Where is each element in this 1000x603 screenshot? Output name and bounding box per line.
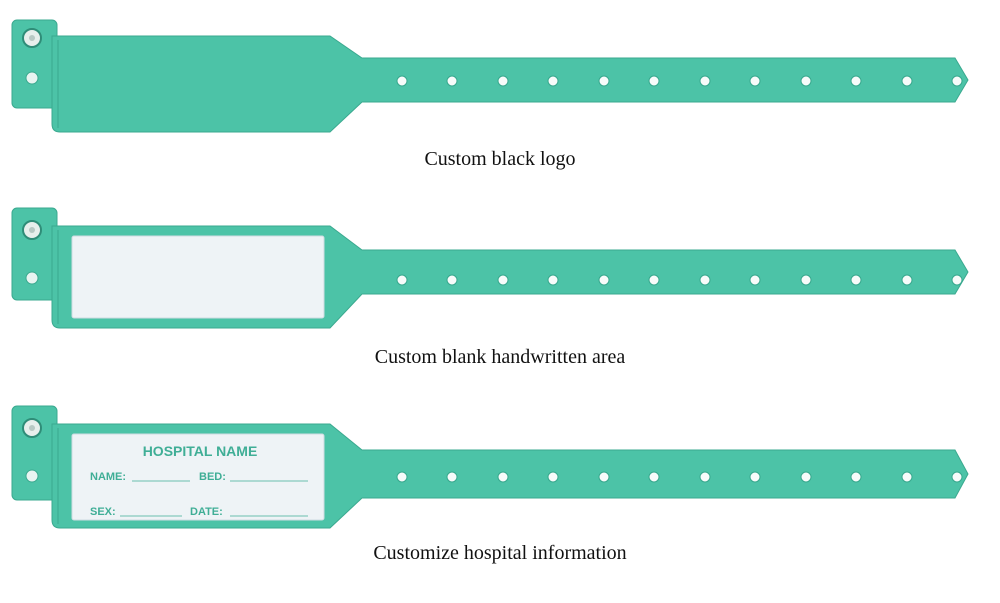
wristband-image: HOSPITAL NAME NAME: BED: SEX: DATE: (11, 405, 969, 529)
wristband-image (11, 19, 969, 133)
label-name-field: NAME: (90, 471, 126, 483)
label-bed-field: BED: (199, 471, 226, 483)
caption-blank-handwritten-area: Custom blank handwritten area (374, 346, 626, 368)
blank-writing-area (71, 235, 325, 319)
label-sex-field: SEX: (90, 506, 116, 518)
wristband-product-1 (0, 8, 1000, 208)
caption-customize-hospital-information: Customize hospital information (373, 542, 627, 564)
wristband-product-2 (0, 200, 1000, 400)
label-date-field: DATE: (190, 506, 223, 518)
caption-custom-black-logo: Custom black logo (424, 148, 576, 170)
wristband-product-3: HOSPITAL NAME NAME: BED: SEX: DATE: (0, 400, 1000, 600)
printed-info-label (71, 433, 325, 521)
wristband-image (11, 207, 969, 329)
label-hospital-name: HOSPITAL NAME (143, 443, 258, 459)
